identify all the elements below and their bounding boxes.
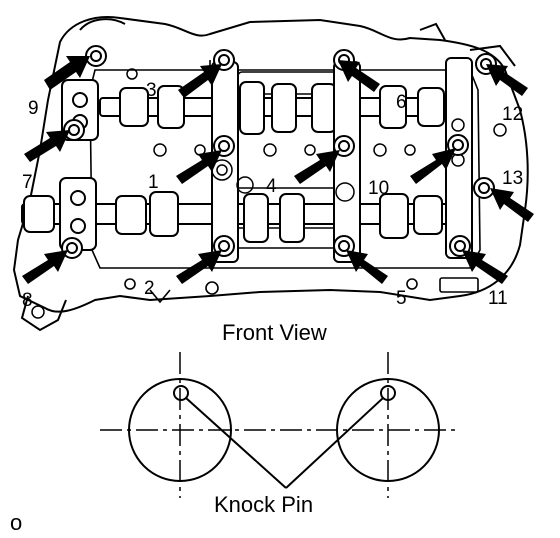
callout-numbers: 1 2 3 4 5 6 7 8 9 10 11 12 13 xyxy=(22,80,523,311)
callout-5: 5 xyxy=(396,288,407,309)
callout-10: 10 xyxy=(368,178,389,199)
arrow-bolt-13 xyxy=(490,188,534,222)
bolts xyxy=(61,45,497,259)
cylinder-head-outline xyxy=(12,16,529,332)
callout-13: 13 xyxy=(502,168,523,189)
bolt-13 xyxy=(473,177,495,199)
arrow-bolt-8 xyxy=(22,250,68,284)
right-camshaft-circle xyxy=(336,378,440,482)
arrow-bolt-7 xyxy=(24,130,70,162)
arrow-bolt-3 xyxy=(178,64,222,98)
callout-1: 1 xyxy=(148,172,159,193)
arrow-bolt-9 xyxy=(44,56,90,90)
pointer-arrows xyxy=(22,56,534,284)
left-camshaft-circle xyxy=(128,378,232,482)
arrow-bolt-5 xyxy=(346,250,388,284)
arrow-bolt-12 xyxy=(486,64,528,96)
arrow-bolt-2 xyxy=(176,250,222,284)
arrow-bolt-1 xyxy=(176,150,222,184)
left-knock-pin xyxy=(173,385,189,401)
bolt-7 xyxy=(63,119,85,141)
front-view-caption: Front View xyxy=(222,320,327,345)
figure-code: o xyxy=(10,510,22,535)
callout-4: 4 xyxy=(266,176,277,197)
knock-pin-label: Knock Pin xyxy=(214,492,313,517)
callout-9: 9 xyxy=(28,98,39,119)
callout-6: 6 xyxy=(396,92,407,113)
bolt-9 xyxy=(85,45,107,67)
callout-11: 11 xyxy=(488,288,508,309)
callout-7: 7 xyxy=(22,172,33,193)
bolt-8 xyxy=(61,237,83,259)
bearing-caps xyxy=(211,57,473,263)
arrow-bolt-10 xyxy=(410,148,456,184)
upper-camshaft xyxy=(61,79,445,141)
arrow-bolt-6 xyxy=(338,60,380,92)
callout-8: 8 xyxy=(22,290,33,311)
callout-2: 2 xyxy=(144,278,155,299)
right-knock-pin xyxy=(380,385,396,401)
bolt-10 xyxy=(447,134,469,156)
bolt-holes xyxy=(31,68,507,319)
arrow-bolt-11 xyxy=(462,250,508,284)
arrow-bolt-4 xyxy=(294,150,340,184)
callout-3: 3 xyxy=(146,80,157,101)
callout-12: 12 xyxy=(502,104,523,125)
knock-pin-diagram xyxy=(100,352,460,498)
